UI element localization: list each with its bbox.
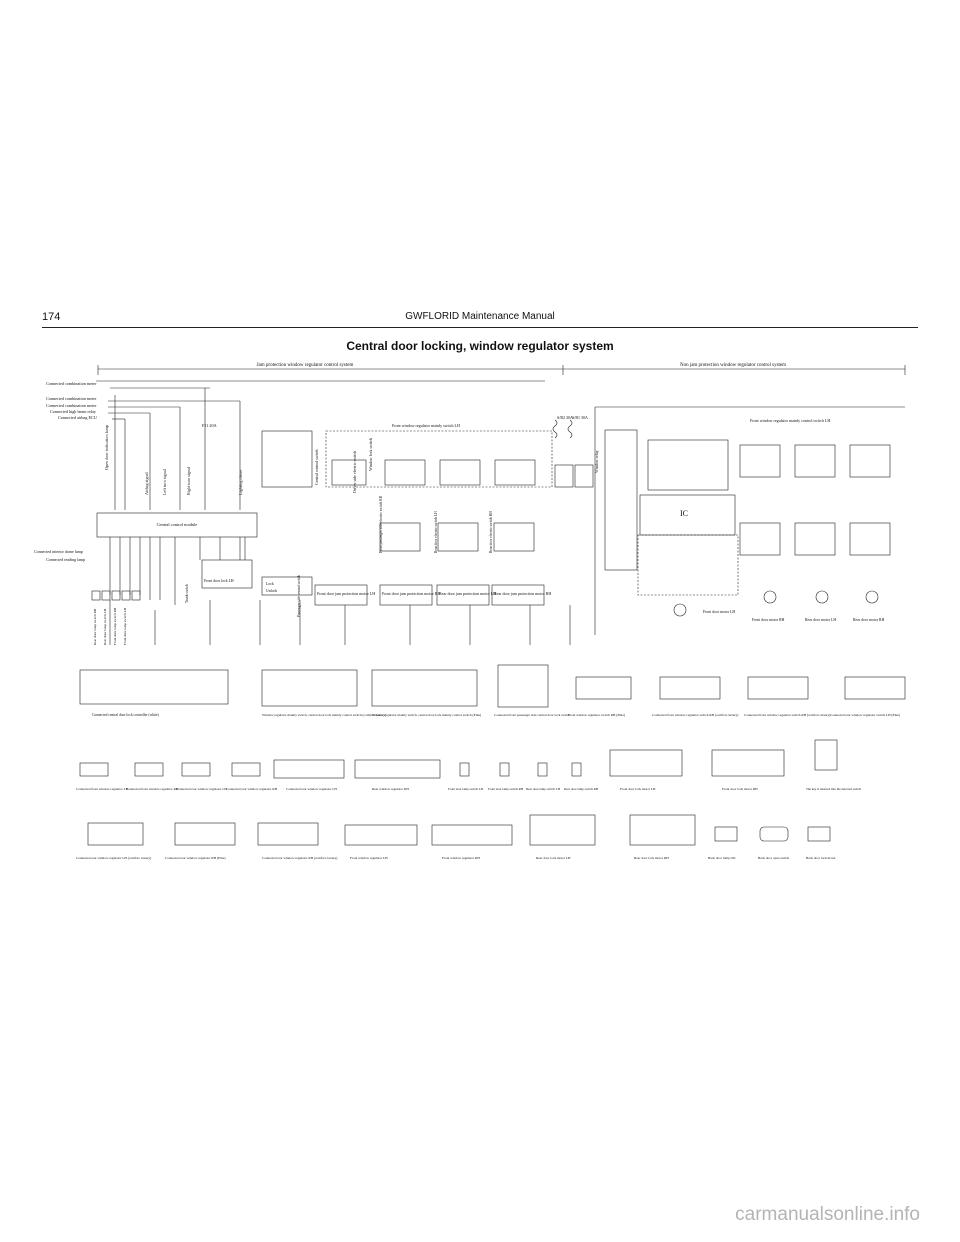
window-master-switch-box — [325, 430, 553, 488]
motor-label-4: Rear door jam protection motor RH — [494, 591, 551, 596]
watermark: carmanualsonline.info — [735, 1204, 920, 1225]
conn1-caption-2: Window regulator mainly switch, central … — [262, 713, 386, 718]
connector-3 — [371, 669, 478, 707]
module-label: Central control module — [157, 522, 198, 527]
label-front-passenger-rh: Front passenger side electric switch RH — [379, 495, 383, 553]
conn3-caption-4: Front window regulator LH — [350, 856, 388, 860]
lock-label: Lock — [266, 582, 274, 586]
motor-box-3 — [436, 584, 490, 606]
section-right-label: Non jam protection window regulator cont… — [680, 363, 786, 368]
conn3-caption-2: Connected rear window regulator RH (Elit… — [165, 856, 226, 860]
label-rear-door-lh: Rear door electric switch LH — [434, 511, 438, 553]
conn1-caption-6: Connected front window regulator switch … — [652, 713, 738, 718]
conn1-caption-8: Connected rear window regulator switch L… — [830, 713, 900, 717]
page-header: 174 GWFLORID Maintenance Manual — [42, 311, 918, 329]
motor-label-2: Front door jam protection motor RH — [382, 591, 440, 596]
ic-label: IC — [680, 509, 688, 518]
conn1-caption-1: Connected central door lock controller (… — [92, 713, 160, 717]
label-window-lock-switch: Window lock switch — [368, 438, 373, 471]
conn2-caption-9: Rear door lamp switch LH — [526, 787, 561, 791]
label-airbag-signal: Airbag signal — [144, 471, 149, 495]
conn2-caption-4: Connected rear window regulator RH — [226, 787, 278, 791]
left-connection-3: Connected combination meter — [46, 403, 97, 408]
label-window-relay: Window relay — [594, 450, 599, 473]
motor-box-4 — [491, 584, 545, 606]
door-switch-label-1: Rear door lamp switch RH — [93, 608, 97, 645]
conn3-caption-10: Back door lock motor — [806, 856, 837, 860]
motor-label-1: Front door jam protection motor LH — [317, 591, 375, 596]
fuse-sb2: S/B2 30A — [557, 415, 573, 420]
door-switch-label-2: Rear door lamp switch LH — [103, 608, 107, 645]
motor-box-1 — [314, 584, 368, 606]
label-rear-door-rh: Rear door electric switch RH — [489, 511, 493, 553]
conn3-caption-6: Rear door lock motor LH — [536, 856, 571, 860]
label-passenger-central-switch: Passenger side central switch — [297, 575, 301, 617]
label-right-turn: Right turn signal — [186, 466, 191, 495]
conn3-caption-1: Connected rear window regulator LH (comf… — [76, 856, 151, 861]
conn2-caption-6: Rear window regulator RH — [372, 787, 409, 791]
conn1-caption-7: Connected front window regulator switch … — [744, 713, 830, 718]
right-motor-label-2: Front door motor RH — [752, 618, 785, 622]
left-connection-2: Connected combination meter — [46, 396, 97, 401]
label-central-control-switch: Central control switch — [314, 449, 319, 485]
wiring-diagram: Jam protection window regulator control … — [34, 363, 906, 861]
conn1-caption-5: Front window regulator switch RH (Elite) — [568, 713, 625, 717]
conn2-caption-8: Front door lamp switch RH — [488, 787, 524, 791]
manual-title: GWFLORID Maintenance Manual — [405, 311, 555, 322]
conn1-caption-4: Connected front passenger side central d… — [494, 713, 570, 717]
page-number: 174 — [42, 311, 61, 323]
fuse-sb1: S/B1 30A — [572, 415, 588, 420]
connector-1 — [79, 669, 229, 705]
window-relay-box — [604, 429, 638, 571]
conn2-caption-2: Connected front window regulator RH — [126, 787, 179, 791]
front-door-lock-lh-label: Front door lock LH — [204, 579, 234, 583]
conn2-caption-7: Front door lamp switch LH — [448, 787, 484, 791]
conn2-caption-5: Connected rear window regulator LH — [286, 787, 337, 791]
window-master-lh-2-label: Front window regulator mainly control sw… — [750, 418, 830, 423]
right-motor-label-1: Front door motor LH — [703, 610, 735, 614]
central-control-module — [96, 512, 258, 538]
label-driver-electric-switch: Driver side electric switch — [352, 451, 357, 493]
conn1-caption-3: Window regulator mainly switch, central … — [372, 713, 481, 718]
conn2-caption-11: Front door lock motor LH — [620, 787, 656, 791]
fuse-f11: F11 20A — [202, 423, 217, 428]
conn3-caption-5: Front window regulator RH — [442, 856, 480, 860]
conn2-caption-12: Front door lock motor RH — [722, 787, 758, 791]
section-left-label: Jam protection window regulator control … — [257, 363, 354, 368]
conn3-caption-8: Back door lamp ON — [708, 856, 736, 860]
label-trunk-switch: Trunk switch — [185, 584, 189, 603]
motor-label-3: Rear door jam protection motor LH — [439, 591, 496, 596]
label-lighting-driver: Lighting driver — [238, 469, 243, 495]
conn3-caption-9: Back door open switch — [758, 856, 789, 860]
unlock-label: Unlock — [266, 589, 277, 593]
central-switch-panel — [261, 430, 313, 488]
mirror-switch-block — [647, 439, 729, 491]
door-switch-label-4: Front door lamp switch LH — [123, 607, 127, 645]
conn2-caption-13: The key is inserted into the detected sw… — [806, 787, 862, 791]
motor-box-2 — [379, 584, 433, 606]
interior-dome-label: Connected interior dome lamp — [34, 549, 83, 554]
header-rule — [42, 327, 918, 328]
right-motor-label-3: Rear door motor LH — [805, 618, 836, 622]
label-left-turn: Left turn signal — [162, 468, 167, 495]
reading-lamp-label: Connected reading lamp — [46, 557, 85, 562]
connector-2 — [261, 669, 358, 707]
left-connection-4: Connected high beam relay — [50, 409, 97, 414]
conn3-caption-7: Rear door lock motor RH — [634, 856, 669, 860]
left-connection-5: Connected airbag ECU — [58, 415, 97, 420]
connector-4 — [497, 664, 549, 708]
conn2-caption-3: Connected rear window regulator LH — [176, 787, 227, 791]
right-motor-label-4: Rear door motor RH — [853, 618, 885, 622]
window-master-lh-label: Front window regulator mainly switch LH — [392, 423, 460, 428]
door-switch-label-3: Front door lamp switch RH — [113, 607, 117, 645]
left-connection-1: Connected combination meter — [46, 381, 97, 386]
conn3-caption-3: Connected rear window regulator RH (comf… — [262, 856, 337, 861]
front-door-lock-lh — [201, 559, 253, 589]
conn2-caption-10: Rear door lamp switch RH — [564, 787, 599, 791]
diagram-title: Central door locking, window regulator s… — [346, 339, 614, 353]
label-open-door-lamp: Open door indication lamp — [104, 425, 109, 470]
conn2-caption-1: Connected front window regulator LH — [76, 787, 129, 791]
